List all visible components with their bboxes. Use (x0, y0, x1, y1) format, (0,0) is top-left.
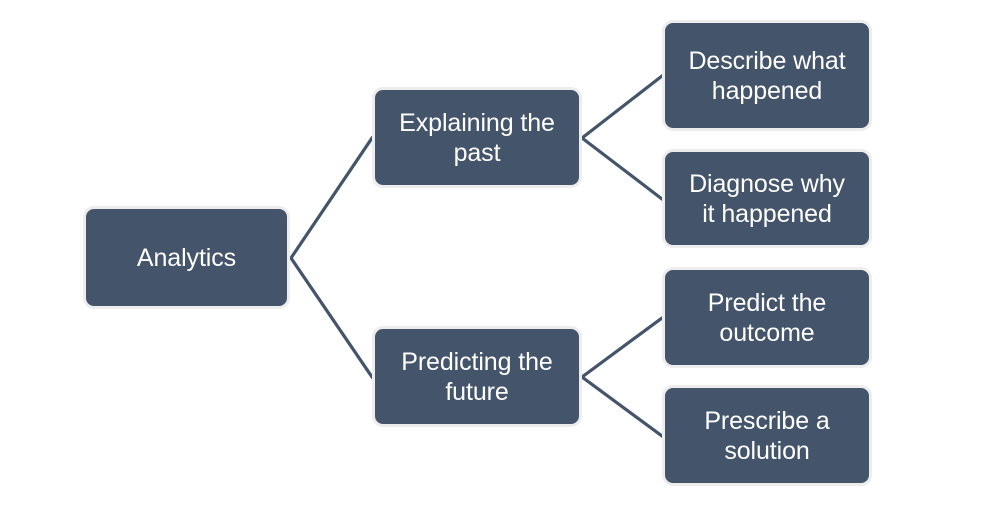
connector-root-to-explaining-past (288, 135, 375, 261)
node-explaining-the-past-label: Explaining the past (399, 108, 555, 167)
node-predicting-the-future[interactable]: Predicting the future (372, 326, 582, 427)
node-diagnose-why-it-happened-label: Diagnose why it happened (689, 169, 845, 228)
node-predicting-the-future-label: Predicting the future (401, 347, 553, 406)
node-analytics-label: Analytics (136, 243, 237, 272)
node-analytics[interactable]: Analytics (83, 206, 290, 309)
node-describe-what-happened-label: Describe what happened (688, 46, 846, 105)
node-predict-the-outcome[interactable]: Predict the outcome (662, 267, 872, 368)
connector-predicting-future-to-prescribe (579, 374, 665, 439)
node-prescribe-a-solution[interactable]: Prescribe a solution (662, 385, 872, 486)
connector-root-to-predicting-future (288, 255, 375, 380)
node-prescribe-a-solution-label: Prescribe a solution (704, 406, 830, 465)
connector-explaining-past-to-diagnose (579, 135, 665, 202)
node-explaining-the-past[interactable]: Explaining the past (372, 87, 582, 188)
node-predict-the-outcome-label: Predict the outcome (707, 288, 827, 347)
node-diagnose-why-it-happened[interactable]: Diagnose why it happened (662, 149, 872, 248)
connector-predicting-future-to-predict (579, 315, 665, 380)
node-describe-what-happened[interactable]: Describe what happened (662, 20, 872, 131)
connector-explaining-past-to-describe (579, 73, 665, 141)
